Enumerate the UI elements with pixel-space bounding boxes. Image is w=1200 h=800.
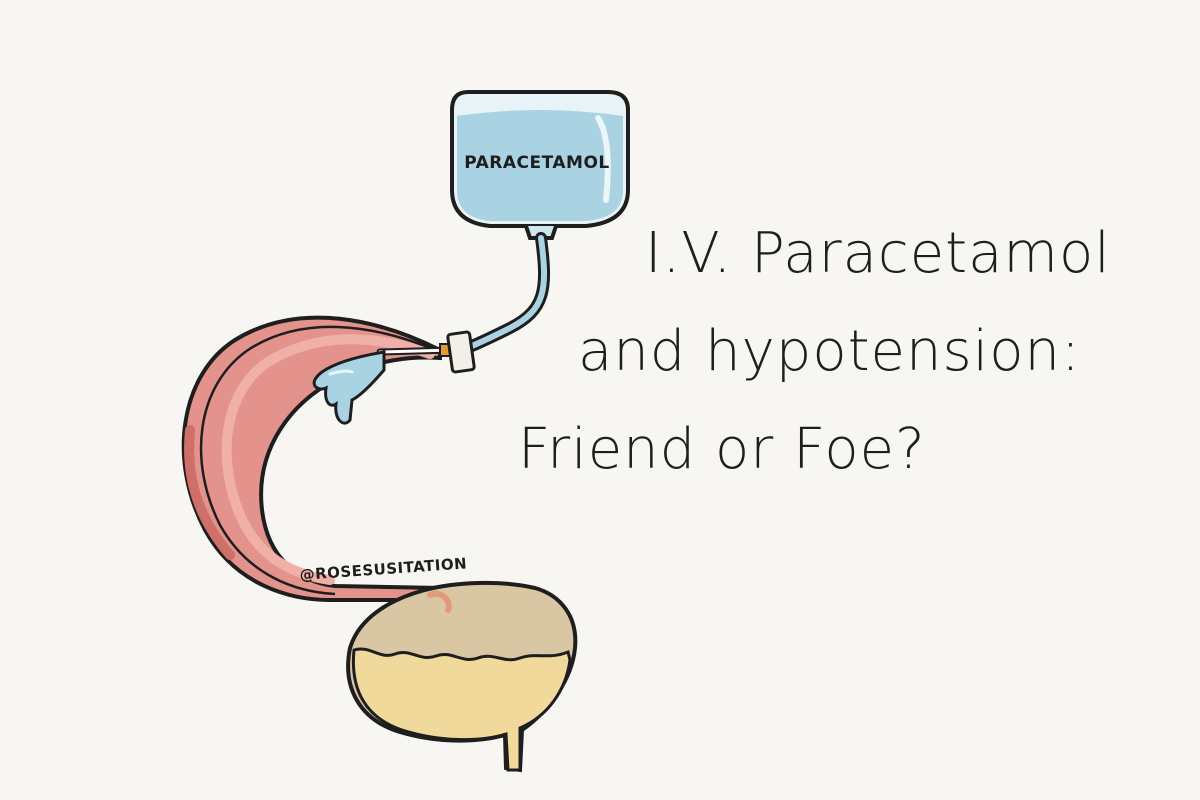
title-line-3: Friend or Foe? <box>518 417 926 482</box>
fluid-splash-icon <box>312 350 386 425</box>
iv-tube-icon <box>456 232 551 356</box>
title-line-1: I.V. Paracetamol <box>645 221 1111 286</box>
bag-label: PARACETAMOL <box>464 153 610 173</box>
cannula-icon <box>376 330 476 374</box>
bladder-icon <box>346 580 578 773</box>
iv-bag-icon <box>450 90 630 240</box>
vessel-icon <box>181 315 442 602</box>
credit-handle: @ROSESUSITATION <box>299 554 468 584</box>
title-line-2: and hypotension: <box>578 319 1081 384</box>
